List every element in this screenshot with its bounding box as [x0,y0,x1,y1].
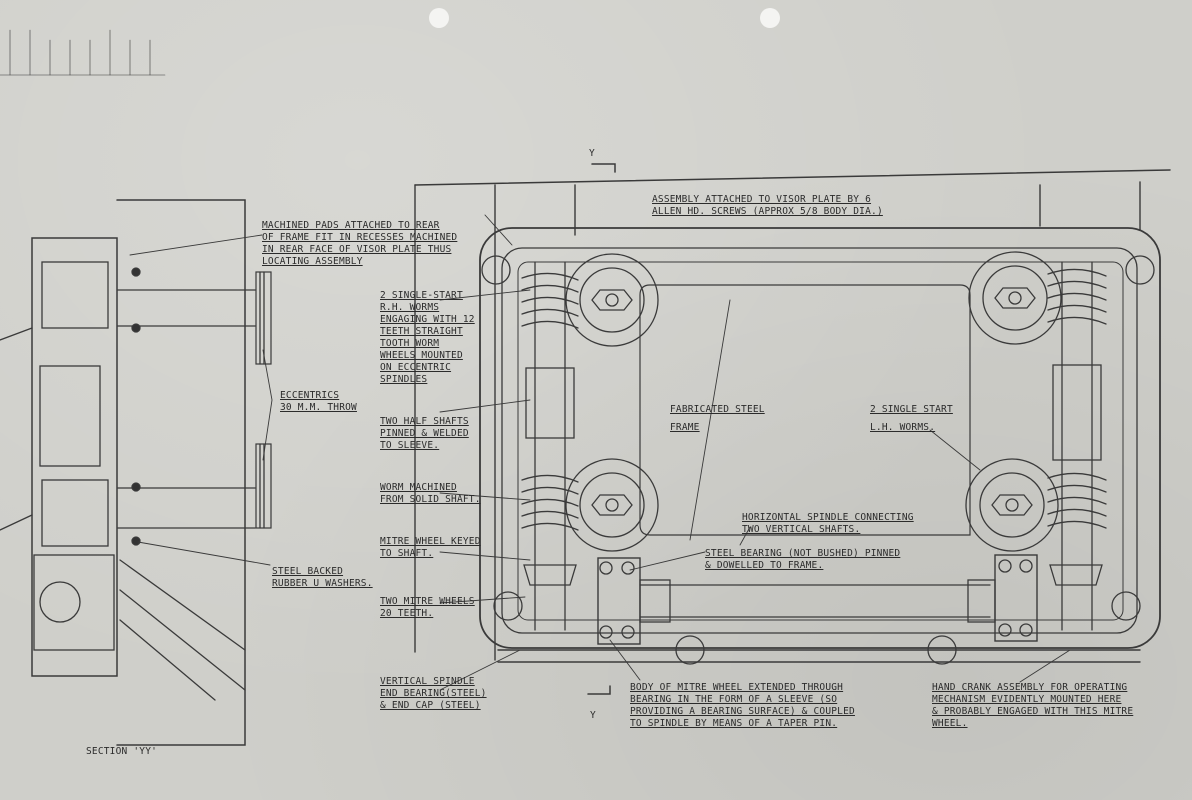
note-line: IN REAR FACE OF VISOR PLATE THUS [262,244,452,255]
scale-ruler [0,29,166,76]
note-line: ECCENTRICS [280,390,340,401]
note-line: TWO VERTICAL SHAFTS. [742,524,861,535]
note-line: & END CAP (STEEL) [380,700,481,711]
worm-wheel-bottom-right [965,458,1059,552]
note-line: ASSEMBLY ATTACHED TO VISOR PLATE BY 6 [652,194,872,205]
note-horizontal-spindle: HORIZONTAL SPINDLE CONNECTING TWO VERTIC… [742,512,914,536]
note-line: PINNED & WELDED [380,428,469,439]
note-line: 2 SINGLE START [870,404,953,415]
note-line: 20 TEETH. [380,608,434,619]
note-line: L.H. WORMS. [870,422,936,433]
note-line: TO SHAFT. [380,548,434,559]
section-yy-label: SECTION 'YY' [86,746,157,758]
section-marker-y-bottom: Y [590,710,596,722]
note-line: MITRE WHEEL KEYED [380,536,481,547]
left-vertical-shaft [521,261,579,631]
note-line: HORIZONTAL SPINDLE CONNECTING [742,512,914,523]
note-line: ENGAGING WITH 12 [380,314,475,325]
note-two-mitre: TWO MITRE WHEELS 20 TEETH. [380,596,475,620]
note-assembly-attached: ASSEMBLY ATTACHED TO VISOR PLATE BY 6 AL… [652,194,883,218]
note-line: FRAME [670,422,700,433]
note-worm-machined: WORM MACHINED FROM SOLID SHAFT. [380,482,481,506]
note-rh-worms: 2 SINGLE-START R.H. WORMS ENGAGING WITH … [380,290,475,386]
note-steel-bearing: STEEL BEARING (NOT BUSHED) PINNED & DOWE… [705,548,900,572]
plan-view [414,163,1171,695]
note-line: 30 M.M. THROW [280,402,357,413]
note-line: FABRICATED STEEL [670,404,765,415]
note-line: RUBBER U WASHERS. [272,578,373,589]
horizontal-spindle [597,554,1038,645]
note-line: SECTION 'YY' [86,746,158,757]
note-line: TO SPINDLE BY MEANS OF A TAPER PIN. [630,718,838,729]
note-line: MECHANISM EVIDENTLY MOUNTED HERE [932,694,1122,705]
note-line: TWO HALF SHAFTS [380,416,469,427]
punch-hole-left [429,8,449,28]
note-line: WORM MACHINED [380,482,457,493]
note-line: Y [590,710,596,721]
note-line: ON ECCENTRIC [380,362,452,373]
note-hand-crank: HAND CRANK ASSEMBLY FOR OPERATING MECHAN… [932,682,1133,730]
note-vertical-spindle: VERTICAL SPINDLE END BEARING(STEEL) & EN… [380,676,487,712]
worm-wheel-bottom-left [565,458,659,552]
note-line: TO SLEEVE. [380,440,440,451]
note-lh-worms: 2 SINGLE START L.H. WORMS. [870,404,953,434]
note-line: Y [589,148,595,159]
note-line: FROM SOLID SHAFT. [380,494,481,505]
right-vertical-shaft [1047,261,1107,631]
note-machined-pads: MACHINED PADS ATTACHED TO REAR OF FRAME … [262,220,457,268]
note-line: & DOWELLED TO FRAME. [705,560,824,571]
note-line: STEEL BEARING (NOT BUSHED) PINNED [705,548,901,559]
note-line: END BEARING(STEEL) [380,688,487,699]
note-line: WHEEL. [932,718,968,729]
note-line: HAND CRANK ASSEMBLY FOR OPERATING [932,682,1128,693]
note-line: STEEL BACKED [272,566,344,577]
note-line: TWO MITRE WHEELS [380,596,475,607]
note-eccentrics: ECCENTRICS 30 M.M. THROW [280,390,357,414]
worm-wheel-top-left [565,253,659,347]
note-line: TOOTH WORM [380,338,440,349]
note-rubber-washers: STEEL BACKED RUBBER U WASHERS. [272,566,373,590]
note-body-mitre: BODY OF MITRE WHEEL EXTENDED THROUGH BEA… [630,682,855,730]
note-line: 2 SINGLE-START [380,290,463,301]
note-mitre-keyed: MITRE WHEEL KEYED TO SHAFT. [380,536,481,560]
note-line: R.H. WORMS [380,302,440,313]
note-line: BODY OF MITRE WHEEL EXTENDED THROUGH [630,682,844,693]
note-line: MACHINED PADS ATTACHED TO REAR [262,220,440,231]
worm-wheel-top-right [968,251,1062,345]
note-line: TEETH STRAIGHT [380,326,463,337]
note-line: OF FRAME FIT IN RECESSES MACHINED [262,232,458,243]
punch-hole-right [760,8,780,28]
note-line: WHEELS MOUNTED [380,350,463,361]
note-line: LOCATING ASSEMBLY [262,256,363,267]
section-marker-y-top: Y [589,148,595,160]
leader-lines [129,214,1071,691]
note-line: ALLEN HD. SCREWS (APPROX 5/8 BODY DIA.) [652,206,883,217]
note-line: & PROBABLY ENGAGED WITH THIS MITRE [932,706,1134,717]
note-line: PROVIDING A BEARING SURFACE) & COUPLED [630,706,855,717]
section-yy-view [0,199,272,746]
note-fabricated-frame: FABRICATED STEEL FRAME [670,404,765,434]
note-line: BEARING IN THE FORM OF A SLEEVE (SO [630,694,838,705]
note-line: SPINDLES [380,374,428,385]
note-line: VERTICAL SPINDLE [380,676,475,687]
note-half-shafts: TWO HALF SHAFTS PINNED & WELDED TO SLEEV… [380,416,469,452]
